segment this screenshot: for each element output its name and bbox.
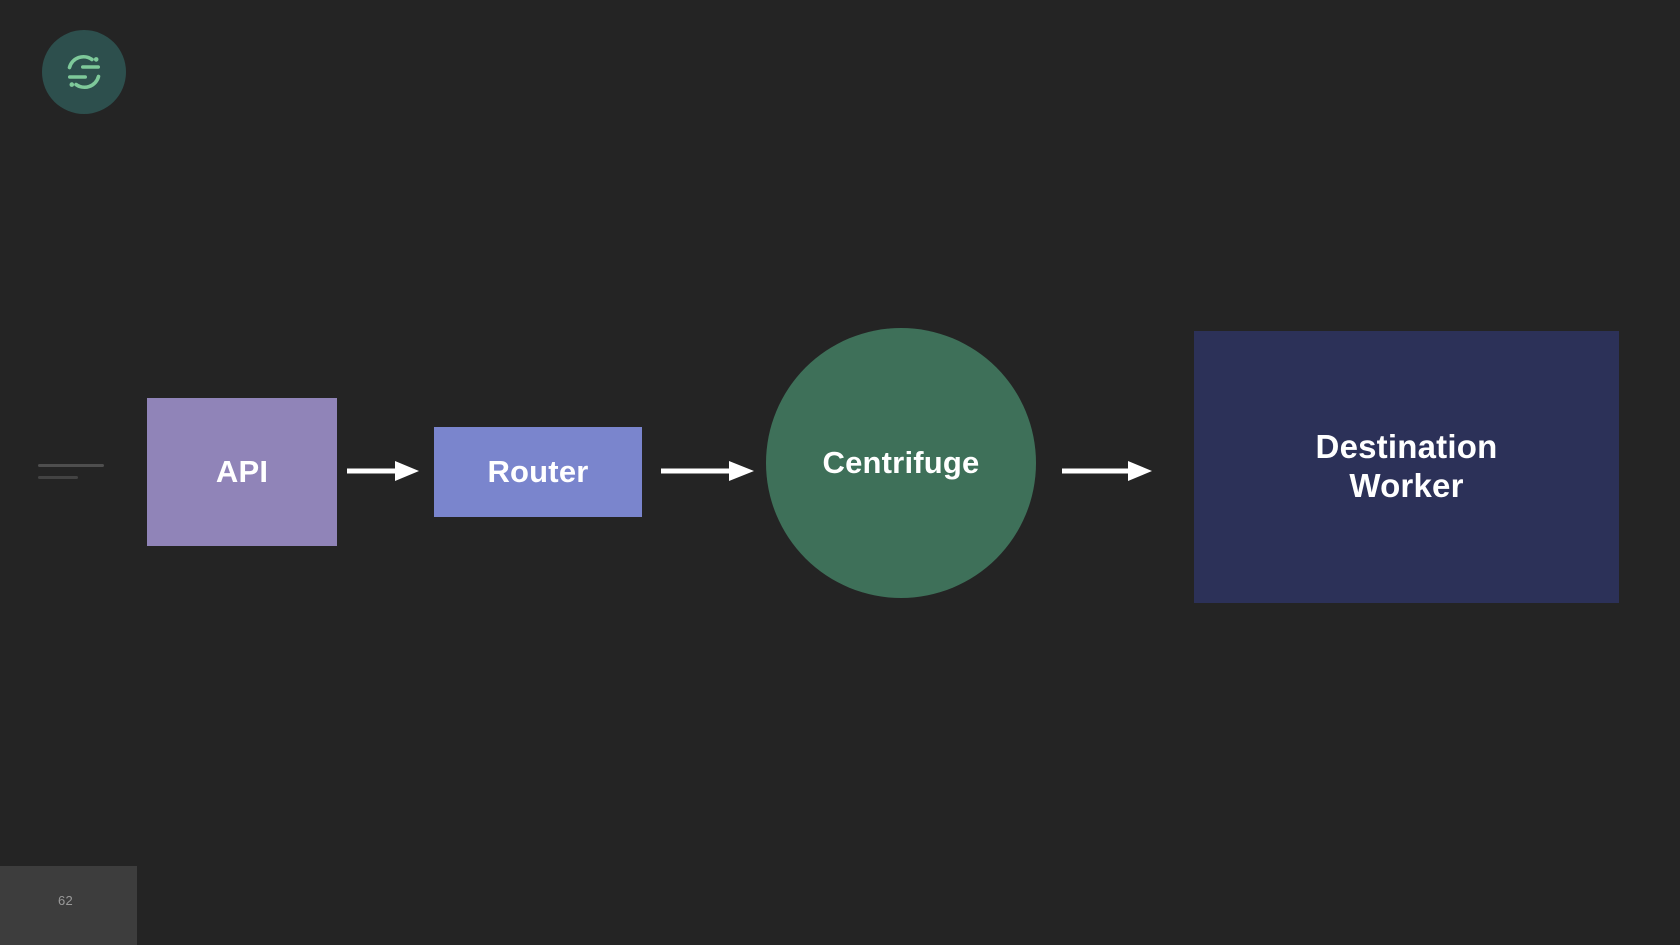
node-label-destination-worker-line1: Destination [1315, 428, 1498, 466]
arrow-api-to-router [347, 456, 419, 486]
diagram-node-destination-worker: Destination Worker [1194, 331, 1619, 603]
segment-logo-icon [59, 47, 109, 97]
diagram-node-centrifuge: Centrifuge [766, 328, 1036, 598]
arrow-router-to-centrifuge [661, 456, 754, 486]
leading-line-upper [38, 464, 104, 467]
node-label-destination-worker: Destination Worker [1316, 428, 1498, 506]
segment-logo-badge [42, 30, 126, 114]
diagram-node-router: Router [434, 427, 642, 517]
slide-number: 62 [58, 893, 74, 908]
node-label-destination-worker-line2: Worker [1349, 467, 1464, 504]
diagram-node-api: API [147, 398, 337, 546]
footer-panel [0, 866, 137, 945]
node-label-centrifuge: Centrifuge [822, 444, 980, 480]
leading-line-lower [38, 476, 78, 479]
leading-lines [38, 460, 110, 484]
node-label-api: API [215, 453, 269, 489]
node-label-router: Router [487, 453, 589, 489]
arrow-centrifuge-to-destination-worker [1062, 456, 1152, 486]
